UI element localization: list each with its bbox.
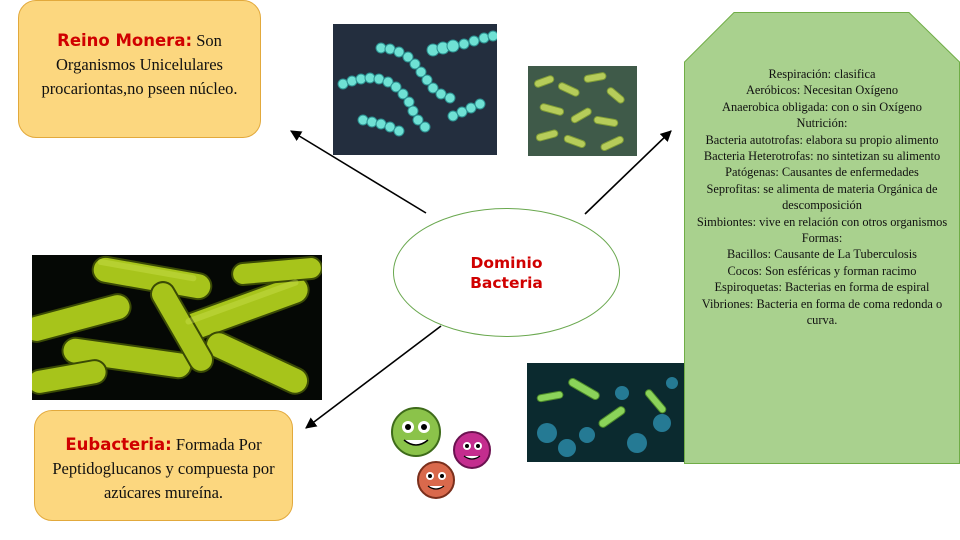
streptococcus-chain-image: [333, 24, 497, 155]
mixed-bacteria-image: [527, 363, 685, 462]
germ-red: [417, 461, 455, 499]
eubacteria-text: Formada Por Peptidoglucanos y compuesta …: [52, 435, 275, 502]
monera-box: Reino Monera: Son Organismos Unicelulare…: [18, 0, 261, 138]
center-ellipse: Dominio Bacteria: [393, 208, 620, 337]
panel-line: Bacillos: Causante de La Tuberculosis: [727, 247, 917, 262]
eubacteria-title: Eubacteria:: [65, 435, 172, 454]
panel-line: Respiración: clasifica: [768, 67, 876, 81]
germ-purple: [453, 431, 491, 469]
center-title-line1: Dominio: [470, 253, 543, 272]
arrow-to-panel: [584, 130, 672, 215]
panel-line: Seprofitas: se alimenta de materia Orgán…: [706, 181, 938, 213]
arrow-to-eubacteria: [305, 325, 442, 429]
info-panel-text: Respiración: clasifica Aeróbicos: Necesi…: [688, 66, 956, 329]
germ-green: [391, 407, 441, 457]
panel-line: Nutrición:: [796, 116, 848, 131]
panel-line: Cocos: Son esféricas y forman racimo: [727, 263, 917, 278]
tuberculosis-bacilli-image: [32, 255, 322, 400]
eubacteria-box: Eubacteria: Formada Por Peptidoglucanos …: [34, 410, 293, 521]
monera-title: Reino Monera:: [57, 31, 193, 50]
panel-line: Patógenas: Causantes de enfermedades: [725, 165, 919, 180]
cartoon-germs-image: [391, 407, 491, 499]
center-title-line2: Bacteria: [470, 273, 543, 292]
arrow-to-monera: [290, 130, 427, 214]
panel-line: Vibriones: Bacteria en forma de coma red…: [701, 296, 943, 328]
panel-line: Espiroquetas: Bacterias en forma de espi…: [714, 280, 930, 295]
bacilli-cluster-image: [528, 66, 637, 156]
panel-line: Bacteria Heterotrofas: no sintetizan su …: [703, 149, 941, 164]
panel-line: Anaerobica obligada: con o sin Oxígeno: [722, 99, 922, 114]
panel-line: Aeróbicos: Necesitan Oxígeno: [745, 83, 899, 98]
panel-line: Simbiontes: vive en relación con otros o…: [696, 214, 948, 229]
monera-text: Son Organismos Unicelulares procariontas…: [41, 31, 238, 98]
panel-line: Bacteria autotrofas: elabora su propio a…: [705, 132, 939, 147]
panel-line: Formas:: [801, 231, 843, 246]
